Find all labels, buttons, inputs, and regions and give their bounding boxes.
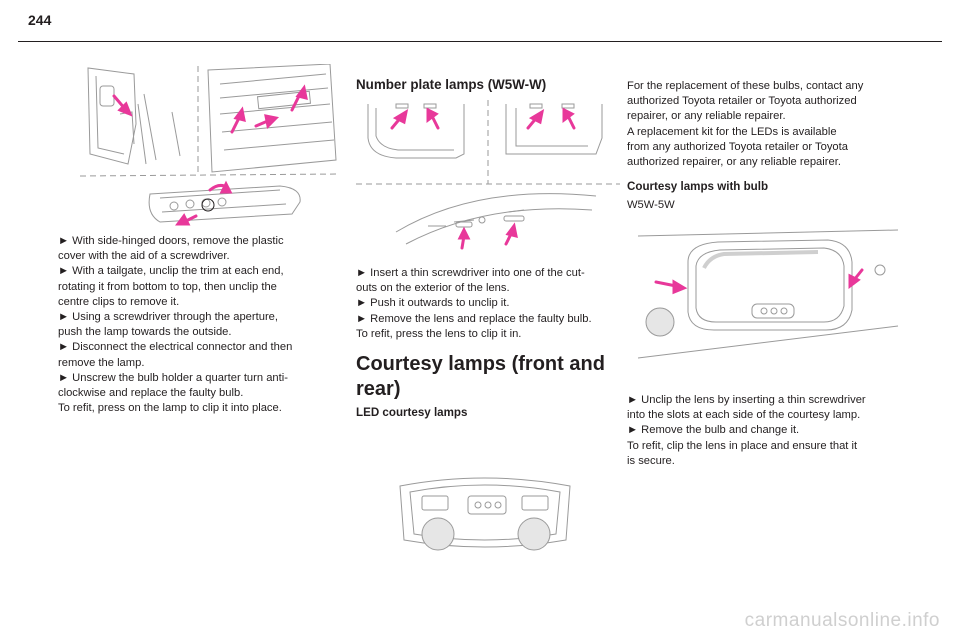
col3-intro-line: A replacement kit for the LEDs is availa… — [627, 125, 837, 138]
col3-intro-line: authorized Toyota retailer or Toyota aut… — [627, 95, 857, 108]
col3-line: into the slots at each side of the court… — [627, 409, 861, 422]
col3-line: is secure. — [627, 454, 675, 467]
col2-line: To refit, press the lens to clip it in. — [356, 327, 522, 340]
courtesy-lamps-title-cont: rear) — [356, 378, 401, 400]
watermark: carmanualsonline.info — [744, 610, 940, 631]
col3-intro-line: repairer, or any reliable repairer. — [627, 110, 786, 123]
col3-line: To refit, clip the lens in place and ens… — [627, 439, 858, 452]
col2-line: ► Insert a thin screwdriver into one of … — [356, 267, 585, 279]
tailgate-lamp-illustration — [80, 64, 340, 234]
col2-line: outs on the exterior of the lens. — [356, 282, 510, 295]
col1-line: push the lamp towards the outside. — [58, 326, 232, 339]
led-courtesy-heading: LED courtesy lamps — [356, 406, 468, 419]
led-courtesy-lamp-illustration — [392, 470, 578, 556]
col3-intro-line: from any authorized Toyota retailer or T… — [627, 140, 848, 153]
col1-line: ► With a tailgate, unclip the trim at ea… — [58, 265, 284, 278]
col2-line: ► Push it outwards to unclip it. — [356, 297, 510, 310]
col1-line: ► Disconnect the electrical connector an… — [58, 341, 293, 354]
col1-line: To refit, press on the lamp to clip it i… — [58, 402, 282, 415]
page-number: 244 — [28, 12, 52, 28]
col1-line: centre clips to remove it. — [58, 295, 180, 308]
courtesy-bulb-heading: Courtesy lamps with bulb — [627, 180, 769, 193]
col1-line: ► Unscrew the bulb holder a quarter turn… — [58, 371, 288, 384]
col3-intro-line: authorized repairer, or any reliable rep… — [627, 156, 841, 169]
col3-line: ► Remove the bulb and change it. — [627, 424, 800, 437]
col1-line: rotating it from bottom to top, then unc… — [58, 280, 277, 293]
number-plate-lamp-illustration — [356, 98, 620, 258]
col3-line: ► Unclip the lens by inserting a thin sc… — [627, 394, 866, 406]
courtesy-lamps-title: Courtesy lamps (front and — [356, 353, 605, 375]
header-rule — [18, 41, 942, 42]
col1-line: ► With side-hinged doors, remove the pla… — [58, 235, 284, 247]
courtesy-lamp-bulb-illustration — [628, 222, 904, 372]
col1-line: ► Using a screwdriver through the apertu… — [58, 311, 279, 324]
col2-line: ► Remove the lens and replace the faulty… — [356, 312, 592, 325]
bulb-type: W5W-5W — [627, 199, 675, 211]
col3-intro-line: For the replacement of these bulbs, cont… — [627, 80, 864, 92]
col1-line: remove the lamp. — [58, 356, 145, 369]
col1-line: clockwise and replace the faulty bulb. — [58, 387, 244, 400]
col1-line: cover with the aid of a screwdriver. — [58, 250, 230, 263]
number-plate-heading: Number plate lamps (W5W-W) — [356, 77, 547, 92]
